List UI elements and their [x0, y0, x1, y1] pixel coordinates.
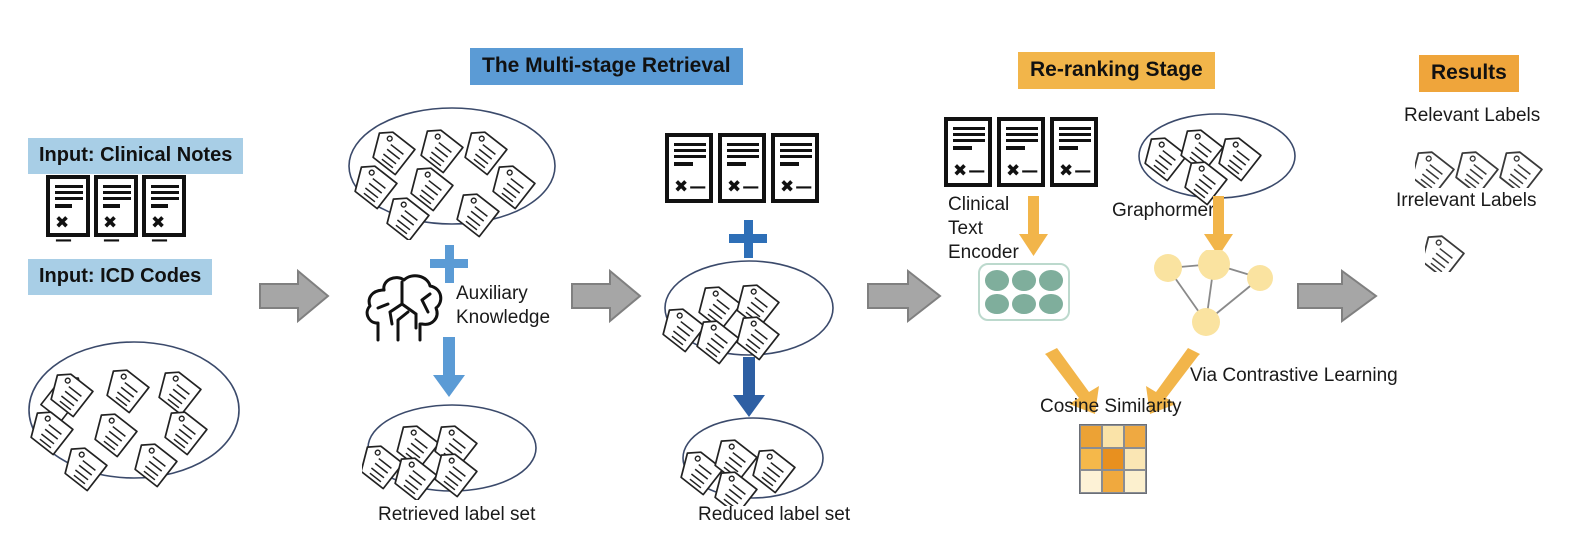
- plus-icon-stage2: [729, 220, 767, 258]
- heatmap-cell: [1102, 447, 1124, 471]
- relevant-labels-group: [1415, 145, 1543, 188]
- flow-arrow-2: [571, 268, 642, 324]
- document-icon: ✖—: [944, 117, 992, 187]
- clinical-notes-document-group: ✖— ✖— ✖—: [46, 175, 190, 249]
- heatmap-cell: [1102, 470, 1124, 493]
- flow-arrow-3: [867, 268, 942, 324]
- graph-node: [1192, 308, 1220, 336]
- graphormer-down-arrow: [1204, 196, 1233, 256]
- stage1-down-arrow: [433, 337, 465, 397]
- embedding-circle: [985, 293, 1009, 314]
- tag-icon: [1425, 229, 1465, 272]
- heatmap-cell: [1124, 470, 1146, 493]
- clinical-text-encoder-label-line2: Text: [948, 218, 983, 239]
- document-icon: ✖—: [46, 175, 90, 249]
- reranking-document-group: ✖— ✖— ✖—: [944, 117, 1103, 187]
- embedding-circle: [1039, 293, 1063, 314]
- stage1-source-label-set: [346, 107, 556, 240]
- clinical-text-encoder-label-line3: Encoder: [948, 242, 1019, 263]
- graphormer-label: Graphormer: [1112, 200, 1215, 221]
- brain-icon: [365, 274, 443, 342]
- stage2-down-arrow: [733, 357, 765, 417]
- input-label-clinical-notes: Input: Clinical Notes: [28, 138, 244, 174]
- tag-icon: [1415, 145, 1455, 188]
- retrieved-label-set-caption: Retrieved label set: [378, 504, 536, 525]
- graph-node: [1198, 250, 1230, 280]
- flow-arrow-4: [1297, 269, 1378, 323]
- auxiliary-knowledge-label-line2: Knowledge: [456, 307, 551, 328]
- heatmap-cell: [1080, 447, 1102, 471]
- header-re-ranking-stage: Re-ranking Stage: [1018, 52, 1215, 89]
- irrelevant-labels-caption: Irrelevant Labels: [1396, 190, 1537, 211]
- cosine-similarity-heatmap: [1079, 424, 1147, 494]
- heatmap-cell: [1124, 447, 1146, 471]
- reranking-label-set-ellipse: [1136, 113, 1296, 206]
- document-icon: ✖—: [142, 175, 186, 249]
- cosine-arrow-right: [1146, 348, 1200, 414]
- plus-icon-stage1: [430, 245, 468, 283]
- document-icon: ✖—: [1050, 117, 1098, 187]
- clinical-text-encoder-label-line1: Clinical: [948, 194, 1010, 215]
- header-multi-stage-retrieval: The Multi-stage Retrieval: [470, 48, 743, 85]
- embedding-circle: [1039, 270, 1063, 291]
- tag-icon: [1447, 145, 1499, 188]
- heatmap-cell: [1102, 425, 1124, 448]
- text-encoder-down-arrow: [1019, 196, 1048, 256]
- graph-node: [1247, 265, 1273, 291]
- document-icon: ✖—: [997, 117, 1045, 187]
- heatmap-cell: [1080, 425, 1102, 448]
- text-embedding-grid: [978, 263, 1070, 321]
- embedding-circle: [1012, 270, 1036, 291]
- input-label-icd-codes: Input: ICD Codes: [28, 259, 213, 295]
- document-icon: ✖—: [94, 175, 138, 249]
- via-contrastive-learning-label: Via Contrastive Learning: [1190, 365, 1398, 386]
- stage1-retrieved-label-set: [362, 404, 537, 500]
- document-icon: ✖—: [665, 133, 713, 203]
- label-graph: [1154, 250, 1273, 336]
- heatmap-cell: [1080, 470, 1102, 493]
- auxiliary-knowledge-label-line1: Auxiliary: [456, 283, 528, 304]
- stage2-reduced-label-set: [678, 417, 824, 506]
- header-results: Results: [1419, 55, 1519, 92]
- reduced-label-set-caption: Reduced label set: [698, 504, 851, 525]
- embedding-circle: [985, 270, 1009, 291]
- irrelevant-labels-group: [1425, 229, 1465, 272]
- stage2-candidate-label-set: [660, 260, 834, 365]
- document-icon: ✖—: [718, 133, 766, 203]
- icd-codes-label-set-ellipse: [22, 341, 240, 492]
- relevant-labels-caption: Relevant Labels: [1404, 105, 1541, 126]
- cosine-similarity-label: Cosine Similarity: [1040, 396, 1182, 417]
- cosine-arrow-left: [1045, 348, 1099, 414]
- tag-icon: [1491, 145, 1543, 188]
- embedding-circle: [1012, 293, 1036, 314]
- document-icon: ✖—: [771, 133, 819, 203]
- graph-node: [1154, 254, 1182, 282]
- flow-arrow-1: [259, 268, 330, 324]
- stage2-document-group: ✖— ✖— ✖—: [665, 133, 824, 203]
- heatmap-cell: [1124, 425, 1146, 448]
